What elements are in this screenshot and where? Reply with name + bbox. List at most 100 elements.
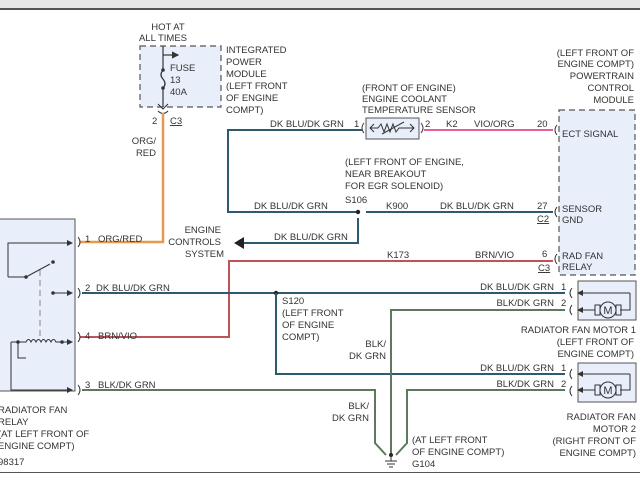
s106-right-wire: DK BLU/DK GRN bbox=[440, 201, 514, 212]
module-line-0: INTEGRATED bbox=[226, 45, 287, 56]
m2-line-2: (RIGHT FRONT OF bbox=[552, 436, 636, 447]
m2-wire2: BLK/DK GRN bbox=[496, 379, 554, 390]
motor1-symbol: M bbox=[603, 305, 612, 317]
m2-line-0: RADIATOR FAN bbox=[567, 412, 636, 423]
wire-to-ecs bbox=[244, 218, 359, 244]
pcm-line-3: CONTROL bbox=[588, 83, 634, 94]
relay-resistor-icon bbox=[17, 342, 26, 359]
ect-pin1: 1 bbox=[354, 119, 359, 130]
module-line-5: COMPT) bbox=[226, 105, 263, 116]
s106-line-1: NEAR BREAKOUT bbox=[345, 169, 426, 180]
thermistor-icon bbox=[370, 122, 414, 134]
pcm-pin-20: 20 bbox=[537, 119, 548, 130]
pcm-gnd-label: GND bbox=[562, 215, 583, 226]
org-red-label-1: ORG/ bbox=[132, 136, 157, 147]
relay-switch-icon bbox=[25, 263, 51, 278]
relay-line-2: (AT LEFT FRONT OF bbox=[0, 429, 89, 440]
m2-wire1: DK BLU/DK GRN bbox=[480, 363, 554, 374]
module-line-3: (LEFT FRONT bbox=[226, 81, 288, 92]
fuse-icon bbox=[160, 69, 166, 89]
m2-pin2: 2 bbox=[561, 379, 566, 390]
pcm-ect-signal: ECT SIGNAL bbox=[562, 129, 618, 140]
wire-motor2-ground bbox=[395, 389, 565, 456]
radiator-fan-motor-2: DK BLU/DK GRN BLK/DK GRN 1 2 M RADIATOR … bbox=[480, 362, 637, 459]
s120-id: S120 bbox=[282, 296, 304, 307]
g104-line-1: OF ENGINE COMPT) bbox=[412, 447, 504, 458]
module-line-2: MODULE bbox=[226, 69, 267, 80]
g104-line-0: (AT LEFT FRONT bbox=[412, 435, 488, 446]
m1-pin1: 1 bbox=[561, 282, 566, 293]
ect-name-1: ENGINE COOLANT bbox=[362, 94, 447, 105]
relay-coil-icon bbox=[18, 339, 73, 345]
gnd-lower-2: DK GRN bbox=[332, 413, 369, 424]
pcm-connector-c2: C2 bbox=[537, 214, 549, 225]
s106-id: S106 bbox=[345, 195, 367, 206]
m2-pin1: 1 bbox=[561, 363, 566, 374]
radiator-fan-motor-1: DK BLU/DK GRN BLK/DK GRN 1 2 M RADIATOR … bbox=[480, 280, 637, 360]
relay-wire-2: DK BLU/DK GRN bbox=[96, 283, 170, 294]
s106-left-wire: DK BLU/DK GRN bbox=[254, 201, 328, 212]
ect-location: (FRONT OF ENGINE) bbox=[362, 83, 456, 94]
m2-line-1: MOTOR 2 bbox=[593, 424, 636, 435]
pcm-relay-label: RELAY bbox=[562, 262, 593, 273]
ecs-arrow-icon bbox=[234, 237, 244, 249]
relay-wire-1: ORG/RED bbox=[98, 234, 142, 245]
radiator-fan-relay: 1 ORG/RED 2 DK BLU/DK GRN 4 BRN/VIO 3 BL… bbox=[0, 218, 170, 452]
ect-wire1-label: DK BLU/DK GRN bbox=[270, 119, 344, 130]
module-line-1: POWER bbox=[226, 57, 262, 68]
wire-ect-ground bbox=[227, 129, 362, 213]
motor2-symbol: M bbox=[603, 385, 612, 397]
figure-id: 98317 bbox=[0, 457, 24, 468]
pcm-pin-6: 6 bbox=[542, 249, 547, 260]
fuse-number: 13 bbox=[170, 75, 181, 86]
m1-line-2: ENGINE COMPT) bbox=[557, 349, 634, 360]
fuse-label: FUSE bbox=[170, 63, 195, 74]
s120-line-2: COMPT) bbox=[282, 332, 319, 343]
pcm-box bbox=[558, 109, 636, 276]
wire-org-red bbox=[80, 113, 165, 244]
ect-wire-color: VIO/ORG bbox=[474, 119, 515, 130]
ecs-wire-label: DK BLU/DK GRN bbox=[274, 232, 348, 243]
s106-circuit: K900 bbox=[386, 201, 408, 212]
org-red-label-2: RED bbox=[136, 148, 156, 159]
pcm-line-4: MODULE bbox=[593, 95, 634, 106]
m1-pin2: 2 bbox=[561, 298, 566, 309]
pcm-line-0: (LEFT FRONT OF bbox=[557, 48, 634, 59]
ect-circuit: K2 bbox=[446, 119, 458, 130]
power-module-box bbox=[139, 45, 222, 108]
pcm-rad-fan-label: RAD FAN bbox=[562, 251, 603, 262]
pcm-sensor-label: SENSOR bbox=[562, 204, 602, 215]
top-border bbox=[0, 0, 640, 10]
s106-line-0: (LEFT FRONT OF ENGINE, bbox=[345, 157, 464, 168]
relay-pin-4: 4 bbox=[85, 331, 90, 342]
power-pin: 2 bbox=[152, 116, 157, 127]
relay-wire-3: BLK/DK GRN bbox=[98, 380, 156, 391]
ground-g104: (AT LEFT FRONT OF ENGINE COMPT) G104 bbox=[385, 435, 504, 470]
motor1-icon bbox=[599, 301, 617, 319]
ect-sensor: (FRONT OF ENGINE) ENGINE COOLANT TEMPERA… bbox=[354, 83, 476, 140]
relay-pin-3: 3 bbox=[85, 380, 90, 391]
module-line-4: OF ENGINE bbox=[226, 93, 278, 104]
bottom-border bbox=[0, 472, 640, 473]
wire-brn-vio bbox=[80, 260, 553, 338]
m1-line-1: (LEFT FRONT OF bbox=[557, 337, 634, 348]
ecs-line-1: CONTROLS bbox=[168, 237, 221, 248]
wire-s120-to-motor2 bbox=[275, 293, 565, 375]
relay-pin-1: 1 bbox=[85, 234, 90, 245]
powertrain-control-module: (LEFT FRONT OF ENGINE COMPT) POWERTRAIN … bbox=[537, 48, 636, 276]
gnd-upper-2: DK GRN bbox=[349, 351, 386, 362]
s106-line-2: FOR EGR SOLENOID) bbox=[345, 181, 443, 192]
power-connector: C3 bbox=[170, 116, 182, 127]
relay-line-1: RELAY bbox=[0, 417, 29, 428]
gnd-lower-1: BLK/ bbox=[348, 401, 369, 412]
ecs-line-0: ENGINE bbox=[185, 225, 221, 236]
hot-label-2: ALL TIMES bbox=[139, 33, 187, 44]
m1-wire2: BLK/DK GRN bbox=[496, 298, 554, 309]
relay-pin-2: 2 bbox=[85, 283, 90, 294]
pcm-line-1: ENGINE COMPT) bbox=[557, 59, 634, 70]
m1-wire1: DK BLU/DK GRN bbox=[480, 282, 554, 293]
m1-line-0: RADIATOR FAN MOTOR 1 bbox=[521, 325, 636, 336]
relay-line-0: RADIATOR FAN bbox=[0, 405, 67, 416]
s120-line-1: OF ENGINE bbox=[282, 320, 334, 331]
